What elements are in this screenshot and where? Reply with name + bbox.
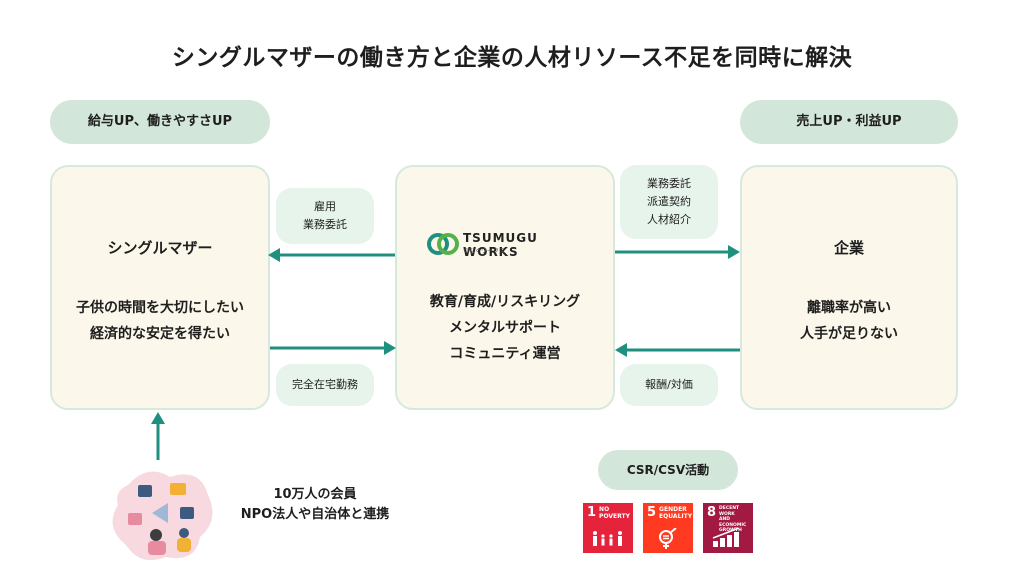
sdg-8-number: 8 [707,505,717,520]
employment-tag-line-1: 雇用 [314,200,336,213]
logo-text: TSUMUGU WORKS [463,231,538,259]
service-line-1: 教育/育成/リスキリング [429,294,581,310]
left-benefit-pill: 給与UP、働きやすさUP [50,100,270,144]
logo-subtext: つむぐワークス [463,248,505,255]
arrow-center-to-mother [268,248,395,262]
arrow-company-to-center [615,343,740,357]
single-mother-box: シングルマザー 子供の時間を大切にしたい 経済的な安定を得たい [50,165,270,410]
community-illustration [112,471,213,561]
service-line-3: コミュニティ運営 [449,346,561,362]
right-benefit-pill: 売上UP・利益UP [740,100,958,144]
single-mother-need-2: 経済的な安定を得たい [90,326,230,342]
single-mother-need-1: 子供の時間を大切にしたい [76,300,244,316]
company-box: 企業 離職率が高い 人手が足りない [740,165,958,410]
company-issue-1: 離職率が高い [807,300,891,316]
sdg-1-number: 1 [587,505,597,520]
reward-tag-text: 報酬/対価 [645,378,693,391]
family-icon [593,531,622,546]
reward-tag: 報酬/対価 [620,364,718,406]
service-line-2: メンタルサポート [449,320,561,336]
sdg-1-label: NO POVERTY [599,506,630,520]
arrow-center-to-company [615,245,740,259]
page-title: シングルマザーの働き方と企業の人材リソース不足を同時に解決 [171,45,853,71]
single-mother-title: シングルマザー [107,239,213,257]
company-title: 企業 [833,239,864,257]
remote-work-tag-text: 完全在宅勤務 [292,378,358,391]
knot-logo-icon [427,233,459,255]
arrow-members-to-mother [151,412,165,460]
contract-types-tag: 業務委託 派遣契約 人材紹介 [620,165,718,239]
gender-equality-icon [659,528,677,549]
contract-type-1: 業務委託 [647,177,691,190]
employment-tag: 雇用 業務委託 [276,188,374,244]
members-partners: NPO法人や自治体と連携 [240,507,390,522]
csr-csv-pill: CSR/CSV活動 [598,450,738,490]
growth-chart-icon [712,528,740,547]
employment-tag-line-2: 業務委託 [303,218,347,231]
sdg-5-number: 5 [647,505,657,520]
tsumugu-works-box: TSUMUGU WORKS つむぐワークス 教育/育成/リスキリング メンタルサ… [395,165,615,410]
members-count: 10万人の会員 [273,487,357,502]
sdg-5-label: GENDER EQUALITY [659,506,693,520]
tsumugu-works-logo: TSUMUGU WORKS つむぐワークス [427,231,587,259]
contract-type-3: 人材紹介 [647,213,691,226]
company-issue-2: 人手が足りない [800,326,898,342]
contract-type-2: 派遣契約 [647,195,691,208]
remote-work-tag: 完全在宅勤務 [276,364,374,406]
arrow-mother-to-center [270,341,396,355]
